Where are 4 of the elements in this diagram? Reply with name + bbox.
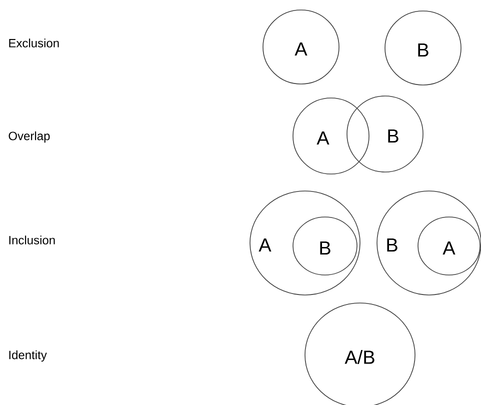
row-label: Inclusion xyxy=(9,236,55,244)
row-label: Exclusion xyxy=(9,38,59,48)
row-label: Identity xyxy=(9,350,47,362)
row-label: Overlap xyxy=(8,131,50,143)
